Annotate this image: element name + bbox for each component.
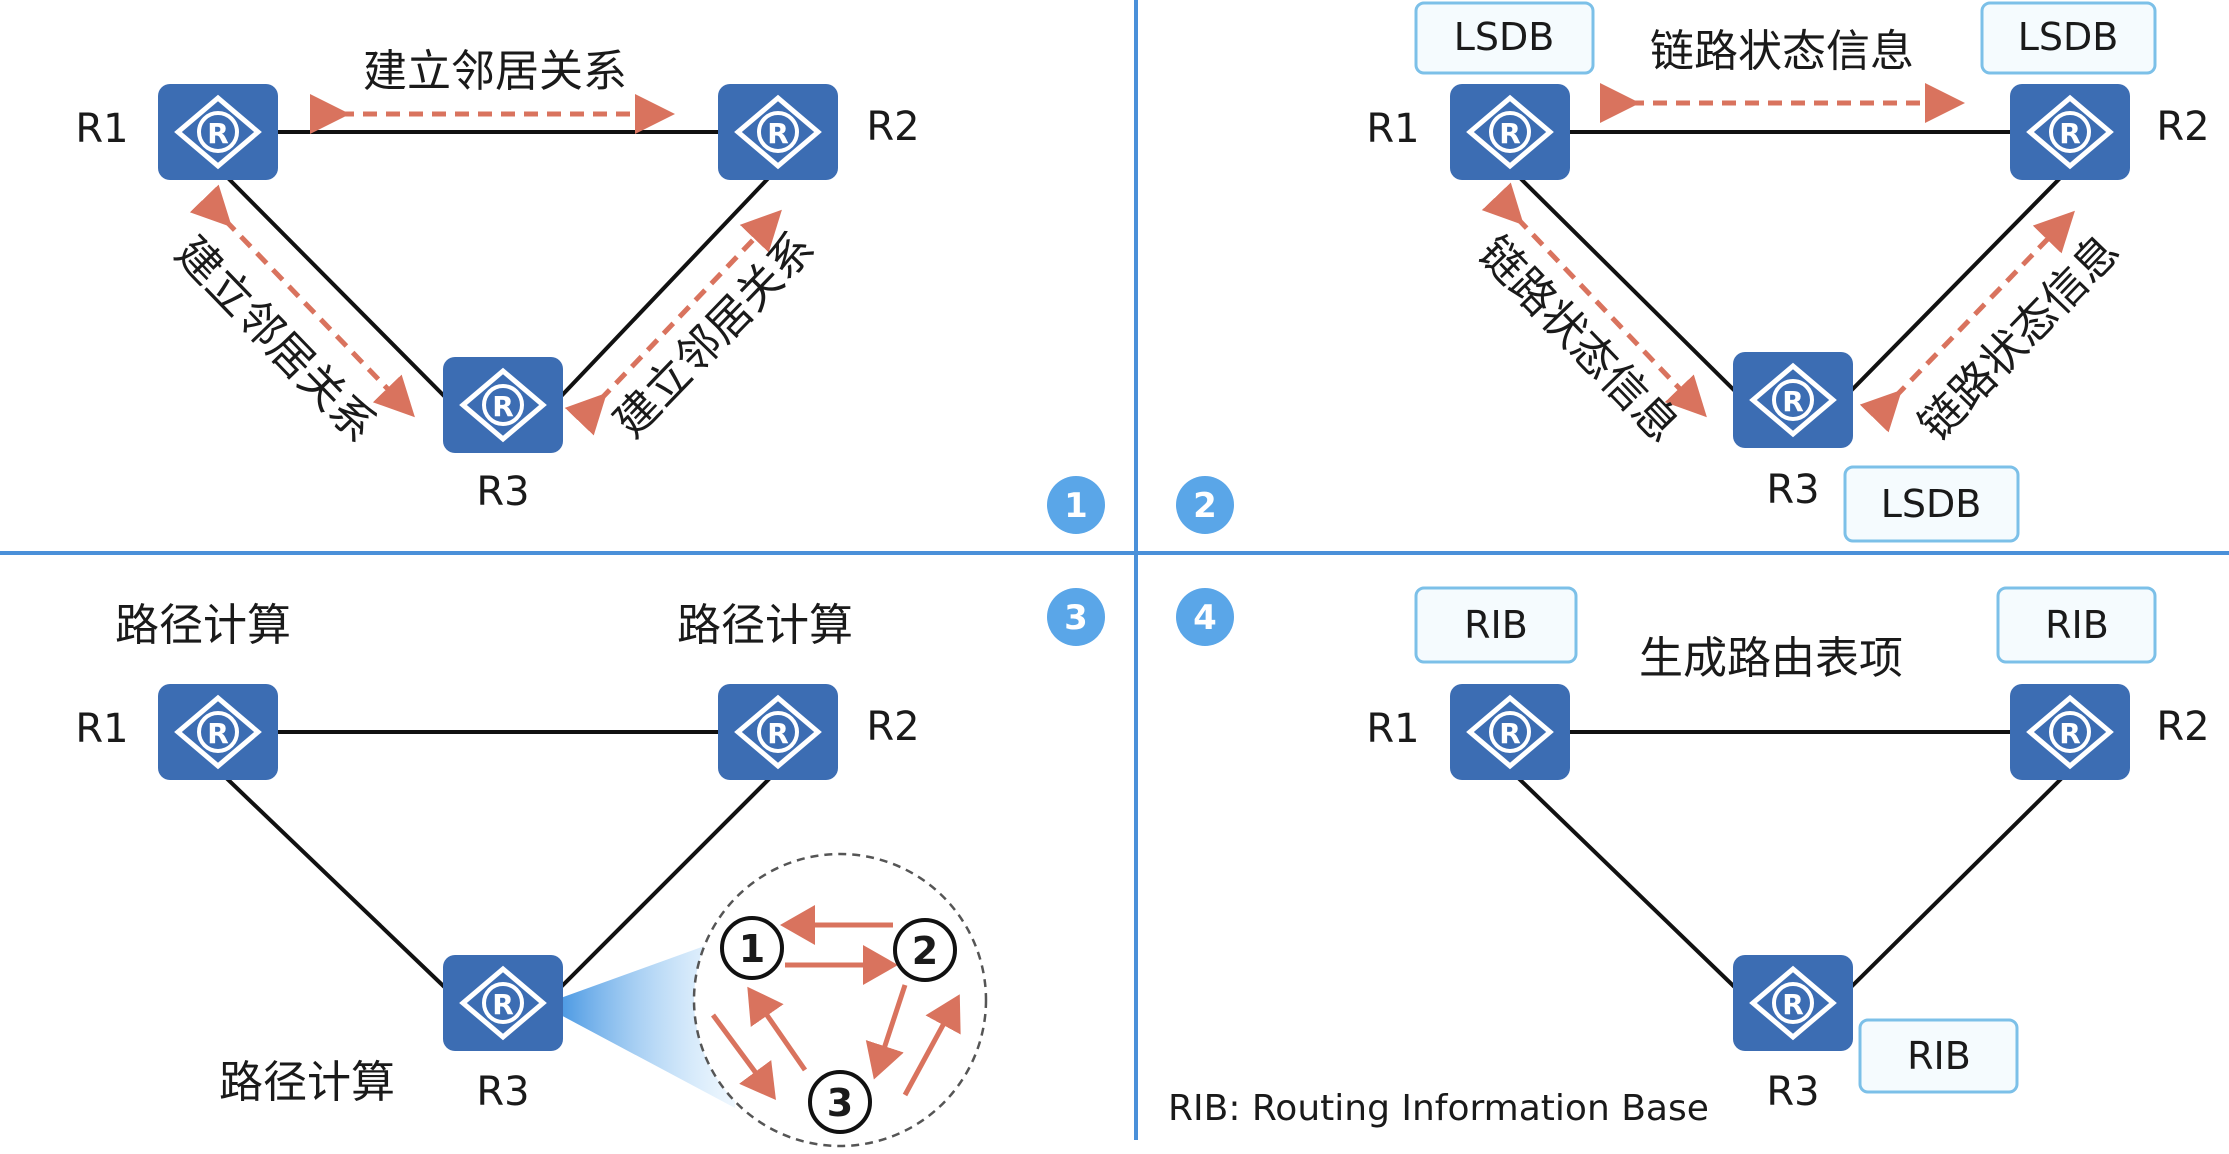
router-label-r2: R2	[866, 704, 919, 750]
lsdb-box-r2	[1980, 1, 2157, 75]
step-number-3: 3	[1064, 598, 1088, 638]
step-badge-3	[1047, 588, 1105, 646]
router-icon	[1450, 84, 1570, 180]
step-badge-1	[1047, 476, 1105, 534]
router-icon	[2010, 84, 2130, 180]
spf-node-2-label: 2	[912, 929, 938, 973]
label-r3: 路径计算	[219, 1057, 395, 1108]
router-label-r3: R3	[1766, 1069, 1819, 1115]
spf-node-3	[808, 1070, 872, 1134]
arrow-left	[189, 184, 415, 418]
spf-edge	[902, 994, 961, 1097]
router-label-r1: R1	[75, 106, 128, 152]
router-label-r2: R2	[2156, 704, 2209, 750]
router-label-r3: R3	[476, 1069, 529, 1115]
spf-node-3-label: 3	[827, 1081, 853, 1125]
label-r2: 路径计算	[677, 600, 853, 651]
lsdb-box-r3-label: LSDB	[1881, 482, 1982, 526]
label-left: 链路状态信息	[1468, 227, 1688, 452]
link-r1-r3	[216, 768, 460, 1002]
arrow-right	[564, 209, 782, 436]
rib-box-r3-label: RIB	[1907, 1034, 1971, 1078]
lsdb-box-r1-label: LSDB	[1454, 15, 1555, 59]
lsdb-box-r1	[1414, 1, 1595, 75]
arrow-right	[1859, 210, 2075, 433]
label-top: 链路状态信息	[1650, 26, 1914, 77]
rib-box-r2	[1996, 586, 2157, 664]
router-icon	[718, 684, 838, 780]
panel-3: R1 R2 R3 路径计算 路径计算 路径计算 1 2 3 3	[75, 588, 1105, 1148]
zoom-beam	[555, 935, 735, 1108]
panel-2: R1 R2 R3 LSDB LSDB LSDB 链路状态信息 链路状态信息 链路…	[1176, 1, 2210, 543]
router-icon	[158, 684, 278, 780]
label-right: 链路状态信息	[1910, 225, 2130, 450]
label-top: 生成路由表项	[1639, 633, 1903, 684]
spf-edge	[747, 986, 808, 1072]
step-number-1: 1	[1064, 486, 1088, 526]
step-number-4: 4	[1193, 598, 1217, 638]
router-icon	[443, 357, 563, 453]
router-label-r3: R3	[476, 469, 529, 515]
router-icon	[158, 84, 278, 180]
link-r2-r3	[546, 768, 780, 1002]
spf-edge	[710, 1013, 776, 1101]
label-top: 建立邻居关系	[363, 46, 627, 97]
label-left: 建立邻居关系	[165, 227, 385, 452]
router-icon	[443, 955, 563, 1051]
router-label-r2: R2	[2156, 104, 2209, 150]
label-right: 建立邻居关系	[605, 222, 825, 447]
rib-box-r1-label: RIB	[1464, 603, 1528, 647]
step-number-2: 2	[1193, 486, 1217, 526]
lsdb-box-r2-label: LSDB	[2018, 15, 2119, 59]
router-icon	[718, 84, 838, 180]
router-icon	[1450, 684, 1570, 780]
label-r1: 路径计算	[115, 600, 291, 651]
panel-1: R1 R2 R3 建立邻居关系 建立邻居关系 建立邻居关系 1	[75, 46, 1105, 534]
router-label-r1: R1	[1366, 706, 1419, 752]
spf-node-2	[893, 918, 957, 982]
router-icon	[2010, 684, 2130, 780]
router-label-r1: R1	[1366, 106, 1419, 152]
rib-box-r2-label: RIB	[2045, 603, 2109, 647]
rib-box-r3	[1858, 1018, 2019, 1094]
router-label-r2: R2	[866, 104, 919, 150]
step-badge-4	[1176, 588, 1234, 646]
router-icon	[1733, 955, 1853, 1051]
router-label-r1: R1	[75, 706, 128, 752]
lsdb-box-r3	[1843, 465, 2020, 543]
footnote: RIB: Routing Information Base	[1168, 1088, 1709, 1129]
spf-node-1-label: 1	[739, 927, 765, 971]
spf-edge	[865, 984, 908, 1080]
step-badge-2	[1176, 476, 1234, 534]
router-icon	[1733, 352, 1853, 448]
router-label-r3: R3	[1766, 467, 1819, 513]
link-r1-r3	[1508, 768, 1750, 1002]
panel-4: R1 R2 R3 RIB RIB RIB 生成路由表项 RIB: Routing…	[1168, 586, 2210, 1129]
spf-node-1	[720, 916, 784, 980]
rib-box-r1	[1414, 586, 1578, 664]
link-r2-r3	[1836, 768, 2072, 1002]
